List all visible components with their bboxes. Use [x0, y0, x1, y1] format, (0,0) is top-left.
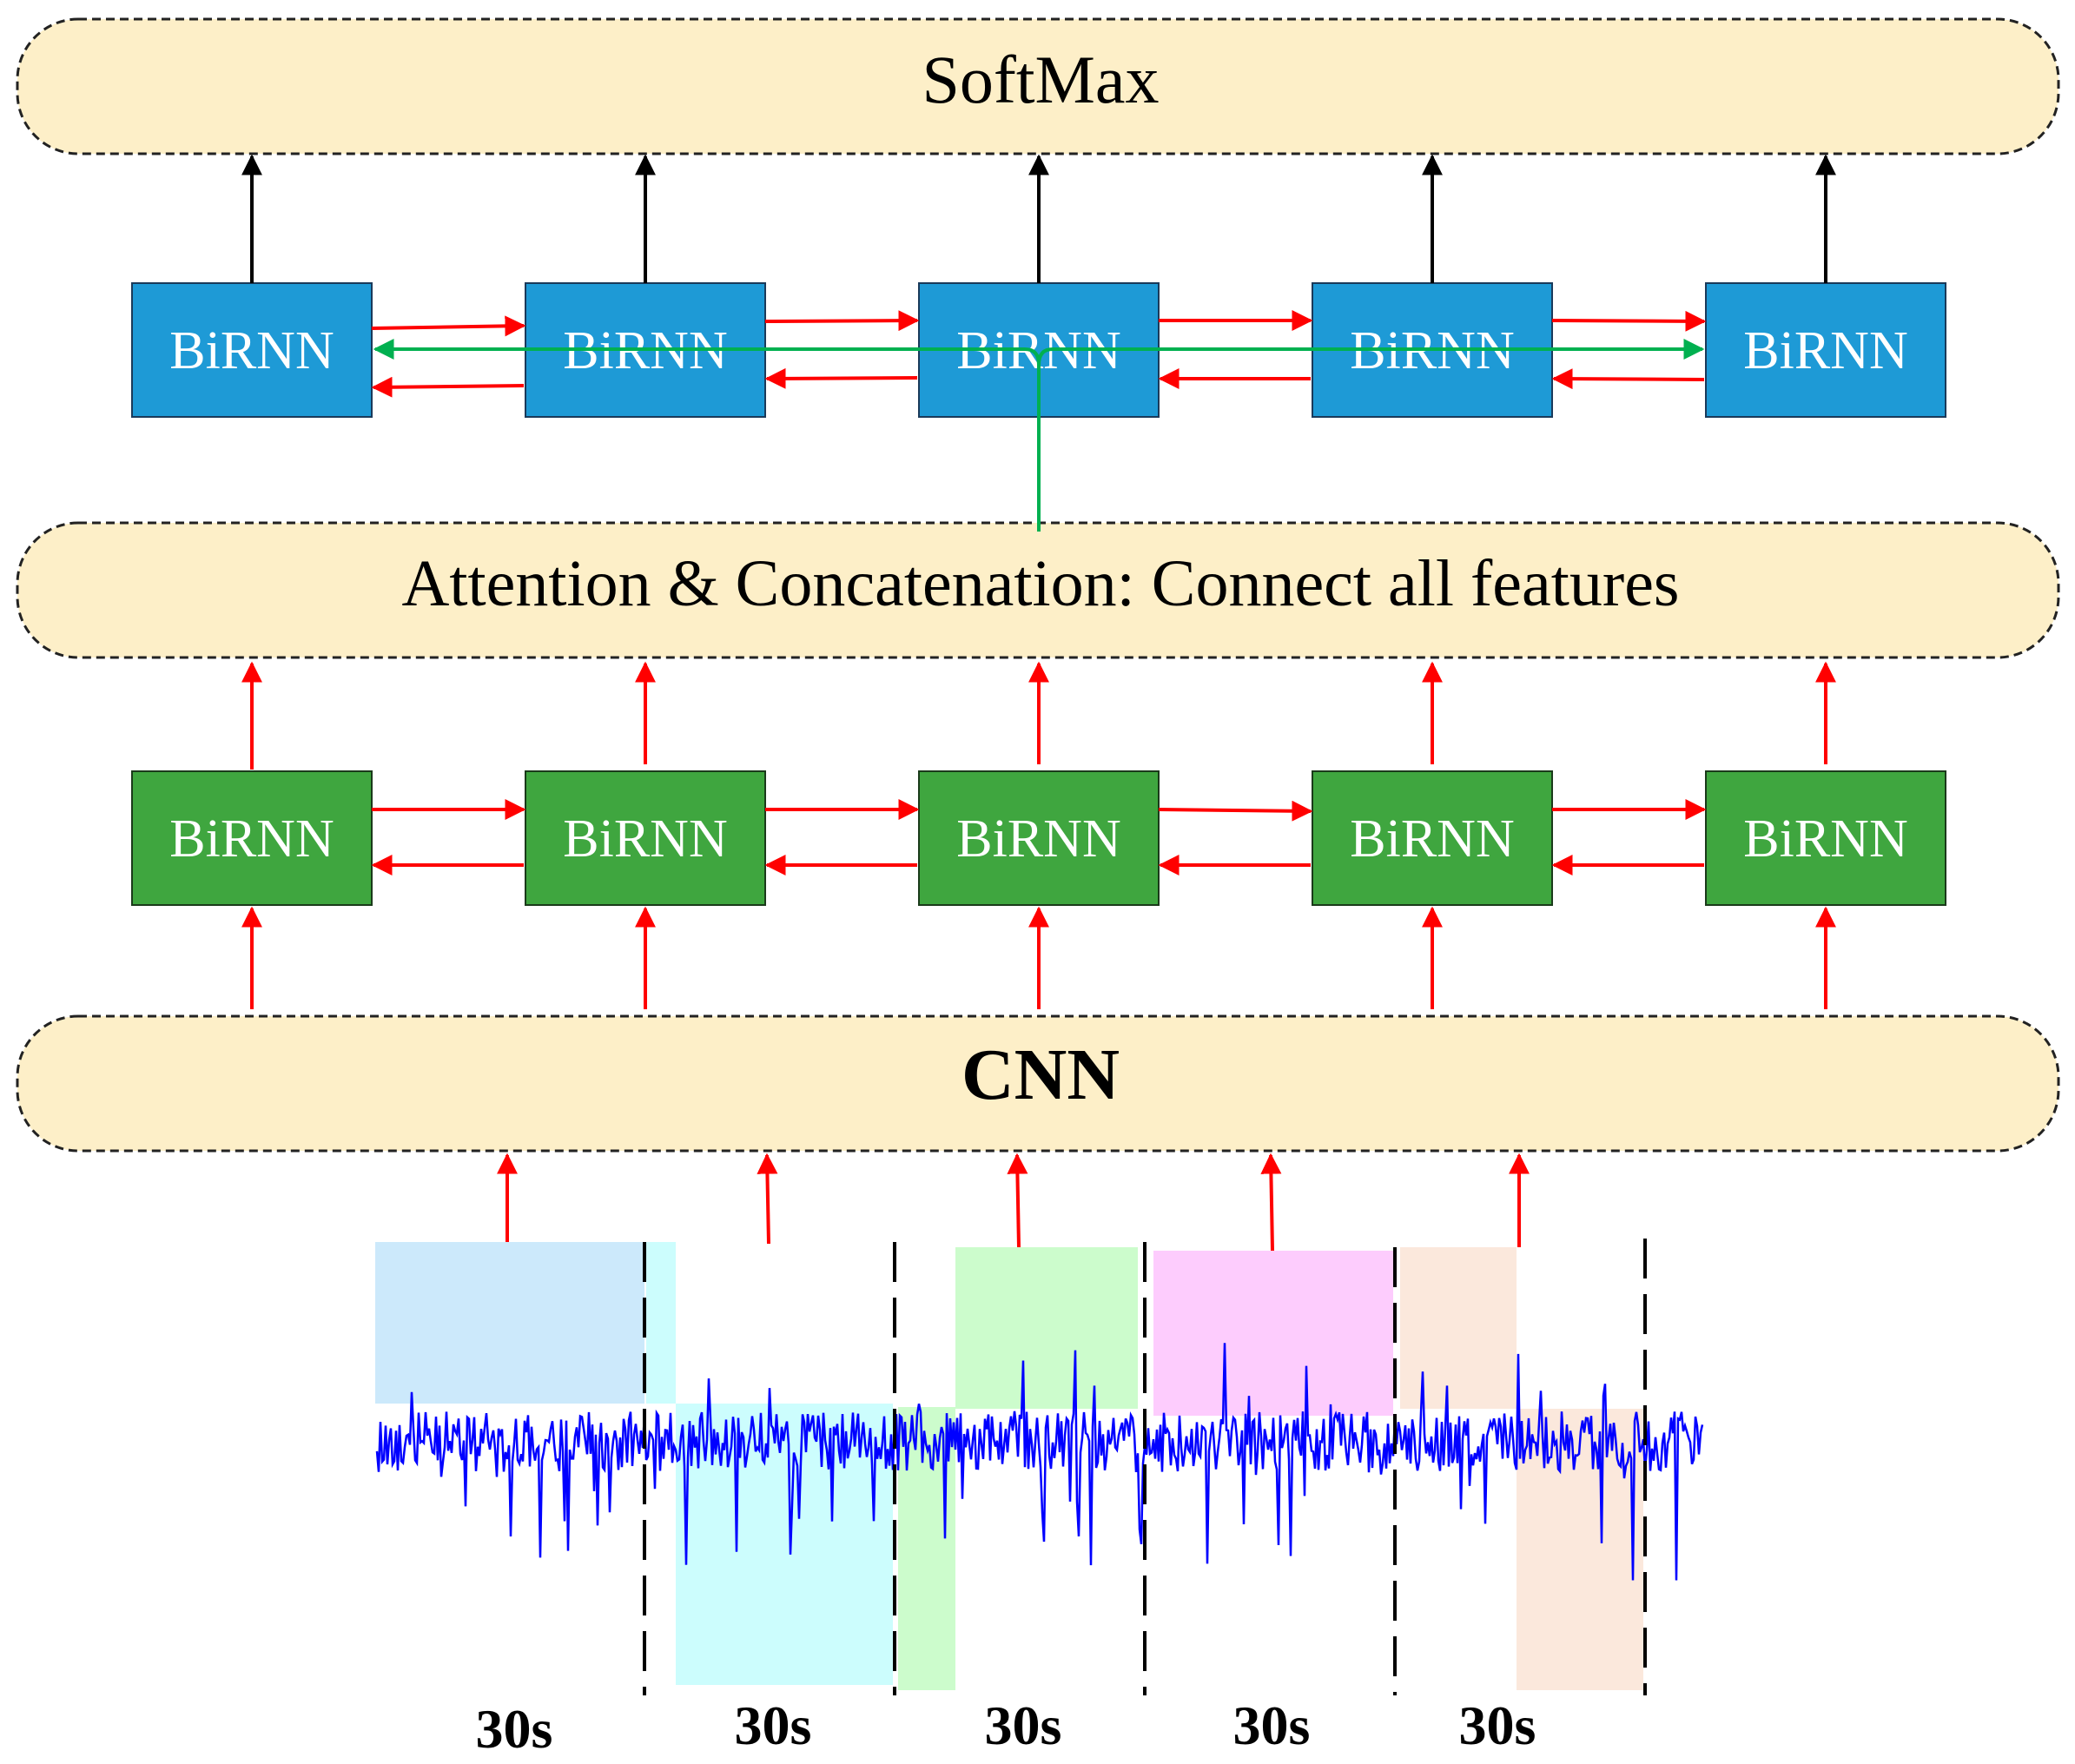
- duration-label-3: 30s: [985, 1695, 1062, 1756]
- softmax-layer: SoftMax: [16, 17, 2060, 155]
- birnn-input-arrows: [241, 906, 1836, 1009]
- cnn-layer: CNN: [16, 1014, 2060, 1153]
- lower-birnn-label-1: BiRNN: [169, 809, 334, 869]
- cnn-label: CNN: [962, 1034, 1120, 1115]
- lower-birnn-box-1: BiRNN: [131, 770, 373, 906]
- cnn-input-arrows: [497, 1153, 1530, 1252]
- lower-birnn-box-4: BiRNN: [1312, 770, 1553, 906]
- lower-birnn-label-3: BiRNN: [956, 809, 1120, 869]
- upper-birnn-label-1: BiRNN: [169, 321, 334, 380]
- softmax-input-arrows: [241, 154, 1836, 283]
- attention-connection: [373, 339, 1705, 532]
- signal-segments: [375, 1242, 1643, 1690]
- signal-trace: [375, 1343, 1704, 1581]
- attention-label: Attention & Concatenation: Connect all f…: [401, 547, 1679, 620]
- lower-birnn-box-2: BiRNN: [525, 770, 766, 906]
- segment-block-1: [375, 1242, 644, 1404]
- attention-input-arrows: [241, 661, 1836, 770]
- upper-birnn-label-5: BiRNN: [1743, 321, 1907, 380]
- lower-birnn-label-2: BiRNN: [563, 809, 727, 869]
- segment-dividers: [643, 1239, 1647, 1695]
- eeg-signal: [375, 1343, 1704, 1581]
- lower-birnn-label-5: BiRNN: [1743, 809, 1907, 869]
- lower-birnn-label-4: BiRNN: [1350, 809, 1514, 869]
- segment-block-5a: [1400, 1247, 1517, 1409]
- softmax-label: SoftMax: [922, 42, 1160, 117]
- attention-layer: Attention & Concatenation: Connect all f…: [16, 521, 2060, 659]
- duration-label-4: 30s: [1233, 1695, 1311, 1756]
- lower-birnn-recurrent-arrows: [371, 799, 1707, 875]
- lower-birnn-box-3: BiRNN: [918, 770, 1160, 906]
- upper-birnn-recurrent-arrows: [371, 310, 1707, 398]
- segment-durations: 30s 30s 30s 30s 30s: [476, 1695, 1536, 1760]
- lower-birnn-row: BiRNN BiRNN BiRNN BiRNN BiRNN: [131, 770, 1946, 906]
- duration-label-5: 30s: [1459, 1695, 1536, 1756]
- lower-birnn-box-5: BiRNN: [1705, 770, 1946, 906]
- segment-block-3b: [955, 1247, 1138, 1409]
- segment-block-4: [1153, 1251, 1393, 1416]
- upper-birnn-box-1: BiRNN: [131, 282, 373, 418]
- duration-label-1: 30s: [476, 1698, 553, 1760]
- duration-label-2: 30s: [735, 1695, 812, 1756]
- upper-birnn-box-5: BiRNN: [1705, 282, 1946, 418]
- segment-block-2a: [646, 1242, 676, 1404]
